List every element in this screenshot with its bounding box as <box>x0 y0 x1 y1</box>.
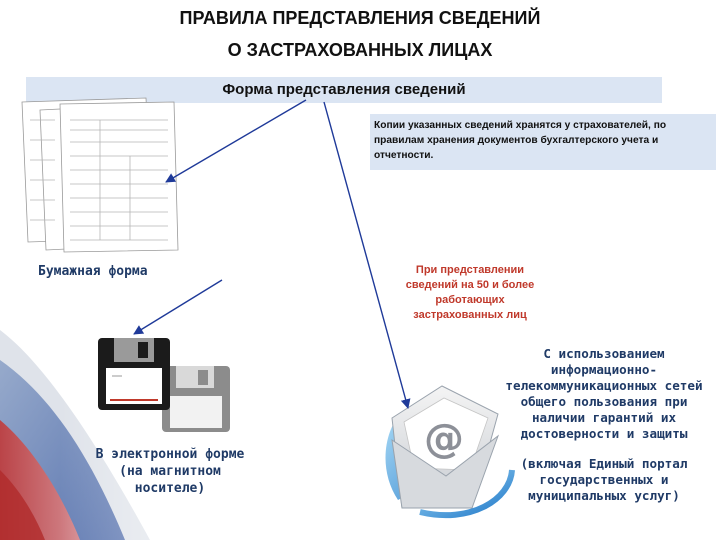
electronic-form-label: В электронной форме (на магнитном носите… <box>82 446 258 497</box>
banner-text: Форма представления сведений <box>26 81 662 98</box>
threshold-note: При представлении сведений на 50 и более… <box>402 263 538 323</box>
unified-portal-label: (включая Единый портал государственных и… <box>504 456 704 504</box>
page-title-line-1: ПРАВИЛА ПРЕДСТАВЛЕНИЯ СВЕДЕНИЙ <box>0 8 720 29</box>
storage-note-text: Копии указанных сведений хранятся у стра… <box>374 118 714 163</box>
page-title-line-2: О ЗАСТРАХОВАННЫХ ЛИЦАХ <box>0 40 720 61</box>
storage-note-box: Копии указанных сведений хранятся у стра… <box>370 114 716 170</box>
ict-networks-label: С использованием информационно-телекомму… <box>504 346 704 442</box>
paper-form-label: Бумажная форма <box>38 263 148 280</box>
form-banner: Форма представления сведений <box>26 77 662 103</box>
